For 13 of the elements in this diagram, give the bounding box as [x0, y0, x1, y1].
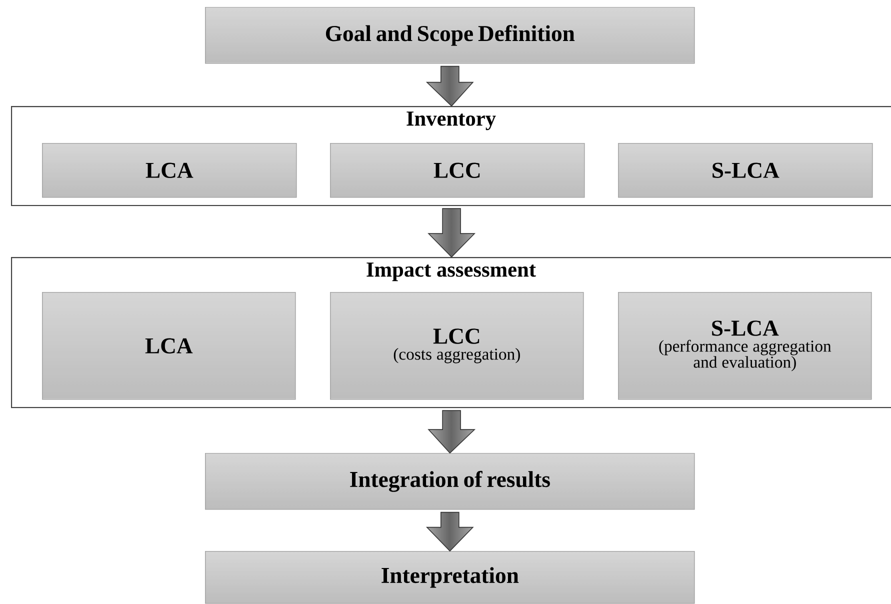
- process-box: Goal and Scope Definition: [205, 7, 695, 64]
- process-box: LCC: [330, 143, 585, 198]
- block-arrow: [428, 208, 476, 258]
- process-box: LCA: [42, 292, 296, 400]
- group-heading: Inventory: [406, 112, 496, 130]
- process-box: LCA: [42, 143, 297, 198]
- process-box: S-LCA (performance aggregation and evaluation): [618, 292, 872, 400]
- block-arrow: [428, 410, 476, 454]
- block-arrow: [426, 66, 474, 107]
- group-heading: Impact assessment: [366, 262, 536, 282]
- block-arrow: [426, 512, 474, 552]
- process-box: S-LCA: [618, 143, 873, 198]
- process-box: LCC (costs aggregation): [330, 292, 584, 400]
